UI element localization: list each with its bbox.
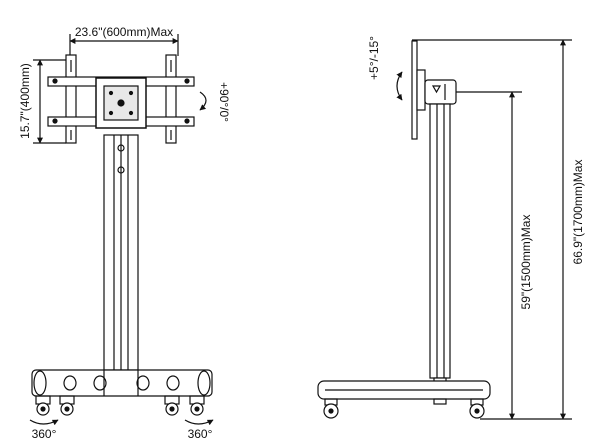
rotation-label: +90°/0° (217, 82, 231, 122)
caster (35, 395, 51, 416)
height-label: 15.7"(400mm) (18, 63, 32, 139)
vesa-mount-bracket (47, 54, 195, 144)
side-casters (323, 398, 485, 419)
side-base (317, 380, 491, 405)
tv-panel-side (411, 40, 426, 140)
caster (323, 398, 339, 419)
swivel-arrow-right (184, 419, 214, 426)
tilt-arrow (396, 71, 403, 101)
caster (59, 395, 75, 416)
width-label: 23.6"(600mm)Max (75, 25, 173, 39)
caster (469, 398, 485, 419)
swivel-left-label: 360° (32, 427, 57, 441)
total-height-label: 66.9"(1700mm)Max (571, 160, 585, 265)
swivel-arrow-left (29, 419, 59, 426)
caster (189, 395, 205, 416)
total-height-dimension (412, 39, 572, 420)
side-column (429, 103, 451, 385)
tilt-head (424, 79, 457, 105)
front-view (29, 34, 214, 426)
caster (164, 395, 180, 416)
mid-height-label: 59"(1500mm)Max (519, 215, 533, 310)
rotation-arc (199, 91, 207, 111)
front-base (31, 369, 213, 397)
height-dimension (33, 59, 66, 144)
front-casters (35, 395, 205, 416)
side-view (317, 39, 572, 420)
mid-height-dimension (456, 91, 522, 420)
tilt-label: +5°/-15° (367, 36, 381, 80)
width-dimension (69, 34, 179, 56)
swivel-right-label: 360° (188, 427, 213, 441)
front-column (103, 134, 139, 371)
